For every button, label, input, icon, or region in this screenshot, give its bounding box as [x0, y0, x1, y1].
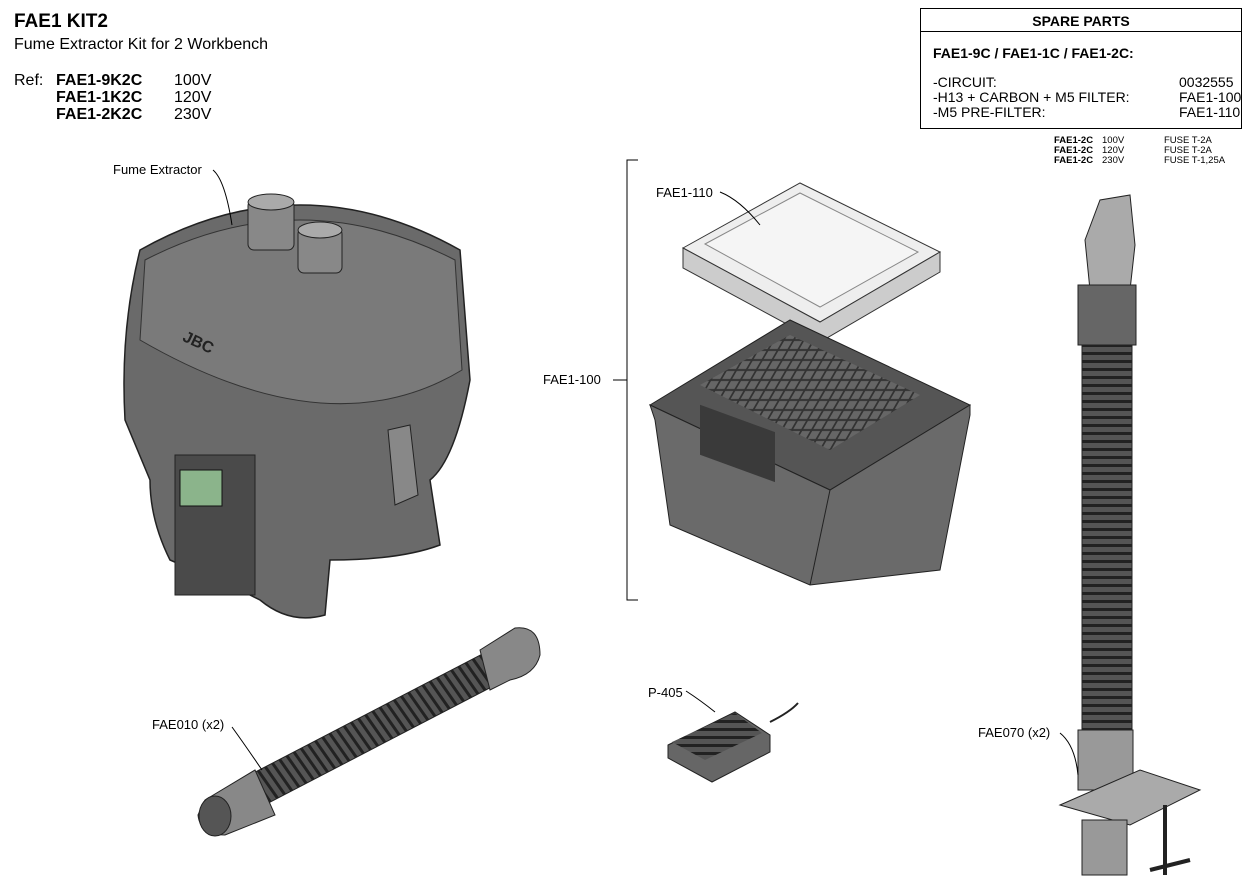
fuse-model: FAE1-2C — [1054, 155, 1094, 166]
callout-pre-filter: FAE1-110 — [656, 185, 713, 200]
fuse-row: FAE1-2C 230V FUSE T-1,25A — [1054, 156, 1244, 166]
fuse-voltage: 230V — [1102, 155, 1125, 166]
callout-arm: FAE070 (x2) — [978, 725, 1051, 740]
fuse-row: FAE1-2C 120V FUSE T-2A — [1054, 146, 1244, 156]
fuse-model: FAE1-2C — [1054, 135, 1094, 146]
filter-illustration — [648, 319, 972, 586]
fuse-voltage: 100V — [1102, 135, 1125, 146]
part-ref: FAE1-100 — [1179, 89, 1242, 105]
part-name: -CIRCUIT: — [933, 74, 997, 90]
ref-row: FAE1-1K2C 120V — [56, 89, 256, 106]
callout-pedal: P-405 — [648, 685, 683, 700]
part-name: -M5 PRE-FILTER: — [933, 104, 1046, 120]
ref-voltage: 100V — [174, 72, 212, 89]
hose-illustration — [197, 627, 541, 837]
ref-code: FAE1-2K2C — [56, 106, 143, 123]
callout-fume-extractor: Fume Extractor — [113, 162, 202, 177]
pedal-illustration — [667, 702, 799, 783]
spare-parts-title: SPARE PARTS — [921, 9, 1241, 32]
part-name: -H13 + CARBON + M5 FILTER: — [933, 89, 1130, 105]
ref-code: FAE1-1K2C — [56, 89, 143, 106]
fume-extractor-illustration: JBC — [123, 193, 471, 619]
spare-part-row: -M5 PRE-FILTER: FAE1-110 — [933, 104, 1240, 120]
fuse-row: FAE1-2C 100V FUSE T-2A — [1054, 136, 1244, 146]
extraction-arm-illustration — [1058, 194, 1202, 876]
ref-label: Ref: — [14, 72, 44, 89]
fuse-voltage: 120V — [1102, 145, 1125, 156]
ref-row: FAE1-2K2C 230V — [56, 106, 256, 123]
ref-row: FAE1-9K2C 100V — [56, 72, 256, 89]
fuse-table: FAE1-2C 100V FUSE T-2A FAE1-2C 120V FUSE T-2… — [1054, 136, 1244, 166]
leader-lines — [212, 169, 1079, 776]
ref-code: FAE1-9K2C — [56, 72, 143, 89]
fuse-rating: FUSE T-1,25A — [1164, 155, 1226, 166]
fuse-rating: FUSE T-2A — [1164, 145, 1212, 156]
page-subtitle: Fume Extractor Kit for 2 Workbench — [14, 36, 269, 53]
part-ref: FAE1-110 — [1179, 104, 1241, 120]
ref-voltage: 120V — [174, 89, 212, 106]
spare-parts-table: SPARE PARTS FAE1-9C / FAE1-1C / FAE1-2C:… — [920, 8, 1242, 129]
callout-filter: FAE1-100 — [543, 372, 601, 387]
ref-voltage: 230V — [174, 106, 212, 123]
fuse-rating: FUSE T-2A — [1164, 135, 1212, 146]
bracket-line — [613, 159, 638, 601]
page-title: FAE1 KIT2 — [14, 11, 108, 32]
callout-hose: FAE010 (x2) — [152, 717, 225, 732]
part-ref: 0032555 — [1179, 74, 1234, 90]
fuse-model: FAE1-2C — [1054, 145, 1094, 156]
spare-part-row: -CIRCUIT: 0032555 — [933, 74, 1234, 90]
spare-parts-models: FAE1-9C / FAE1-1C / FAE1-2C: — [933, 45, 1134, 61]
spare-part-row: -H13 + CARBON + M5 FILTER: FAE1-100 — [933, 89, 1241, 105]
pre-filter-illustration — [681, 182, 942, 343]
